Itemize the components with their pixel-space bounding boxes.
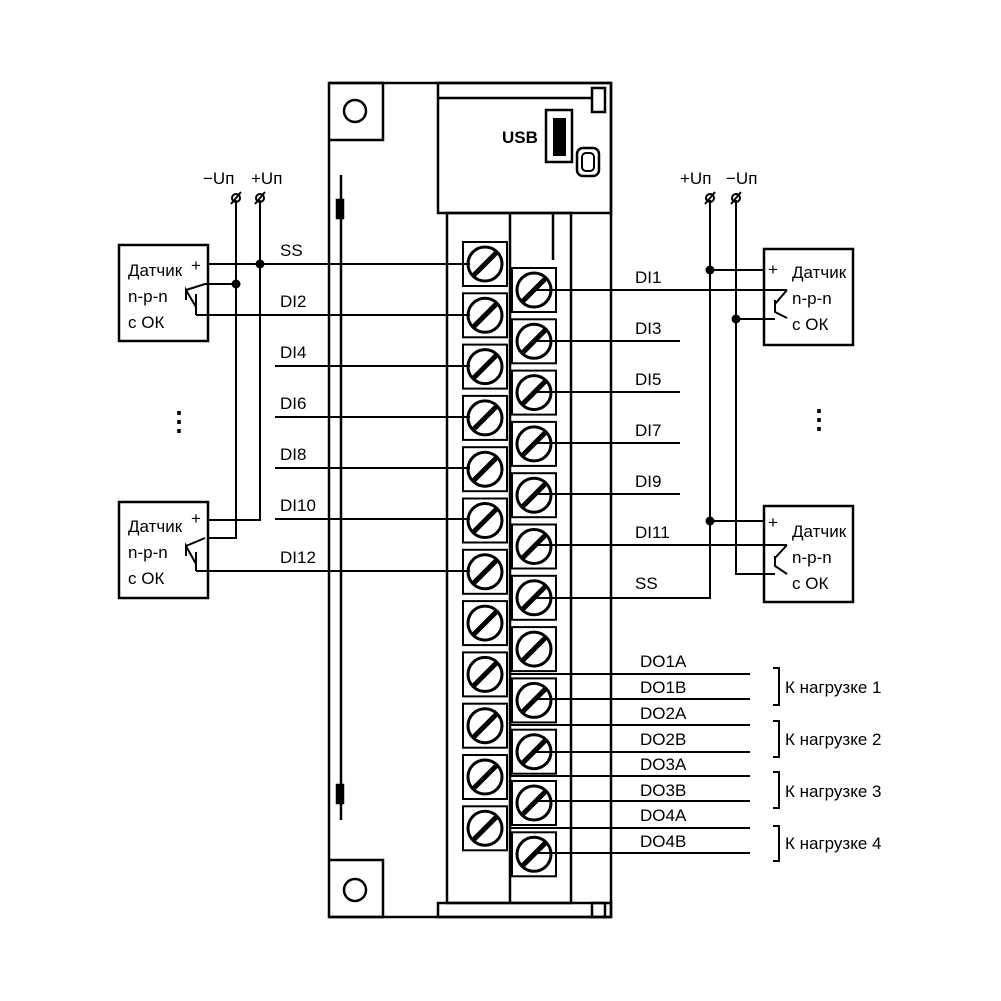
label-load-4: К нагрузке 4 [785,834,882,853]
screw-terminal [462,394,508,441]
label-do2b: DO2B [640,730,686,749]
label-di3: DI3 [635,319,661,338]
din-clip [335,175,345,820]
right-supply-plus-label: +Uп [680,169,711,188]
screw-terminal [511,831,557,878]
label-di9: DI9 [635,472,661,491]
sensor-plus-mark: + [768,260,778,279]
label-do1b: DO1B [640,678,686,697]
sensor-title: Датчик [128,261,183,280]
usb-port: USB [502,108,601,178]
screw-terminal [511,626,557,673]
left-terminal-labels: SS DI2 DI4 DI6 DI8 DI10 DI12 [280,241,316,567]
label-di4: DI4 [280,343,306,362]
wire-left-plus-rail [208,200,261,521]
load-bracket-3 [773,771,780,809]
screw-terminal [462,497,508,544]
load-bracket-4 [773,825,780,862]
sensor-title: Датчик [792,263,847,282]
sensor-output: с ОК [128,569,164,588]
label-do3b: DO3B [640,781,686,800]
sensor-output: с ОК [128,313,164,332]
ellipsis-right: ⋮ [806,404,832,434]
label-do4b: DO4B [640,832,686,851]
label-di10: DI10 [280,496,316,515]
label-right-ss: SS [635,574,658,593]
sensor-type: n-p-n [128,287,168,306]
label-load-2: К нагрузке 2 [785,730,882,749]
sensor-output: с ОК [792,574,828,593]
mount-hole-top [342,98,368,124]
screw-terminal [511,420,557,467]
usb-label: USB [502,128,538,147]
label-do3a: DO3A [640,755,687,774]
screw-terminal [462,754,508,800]
left-supply-plus-label: +Uп [251,169,282,188]
sensor-plus-mark: + [768,513,778,532]
label-di8: DI8 [280,445,306,464]
sensor-type: n-p-n [792,548,832,567]
sensor-type: n-p-n [792,289,832,308]
load-bracket-1 [773,667,780,706]
label-do4a: DO4A [640,806,687,825]
screw-terminal [511,472,557,519]
screw-terminal [462,651,508,698]
sensor-left-bottom: Датчик n-p-n с ОК + [117,500,210,600]
screw-terminal [511,780,557,826]
screw-terminal [462,702,508,749]
ellipsis-left: ⋮ [166,406,192,436]
wires [185,200,788,862]
right-terminal-labels: DI1 DI3 DI5 DI7 DI9 DI11 SS [635,268,670,593]
sensor-title: Датчик [792,522,847,541]
screw-terminal [462,600,508,647]
label-di11: DI11 [635,523,670,542]
mount-hole-bottom [342,877,368,903]
sensor-right-top: + Датчик n-p-n с ОК [762,247,855,347]
screw-terminal [462,446,508,493]
junction-dots [231,259,741,526]
right-supply-minus-label: −Uп [726,169,757,188]
module-housing [327,81,613,919]
label-di7: DI7 [635,421,661,440]
label-di12: DI12 [280,548,316,567]
left-supply-minus-label: −Uп [203,169,234,188]
sensor-type: n-p-n [128,543,168,562]
wire-right-minus-rail [735,200,775,575]
sensor-output: с ОК [792,315,828,334]
load-bracket-2 [773,720,780,758]
label-di6: DI6 [280,394,306,413]
sensor-title: Датчик [128,517,183,536]
screw-terminal [462,805,508,852]
label-do1a: DO1A [640,652,687,671]
label-di2: DI2 [280,292,306,311]
terminal-column-left [462,241,508,852]
label-di5: DI5 [635,370,661,389]
sensor-right-bottom: + Датчик n-p-n с ОК [762,504,855,604]
label-di1: DI1 [635,268,661,287]
terminal-column-right [511,267,557,878]
output-labels: DO1A DO1B DO2A DO2B DO3A DO3B DO4A DO4B [640,652,687,851]
sensor-plus-mark: + [191,509,201,528]
label-load-1: К нагрузке 1 [785,678,882,697]
label-left-ss: SS [280,241,303,260]
supply-terminals [230,191,742,205]
label-do2a: DO2A [640,704,687,723]
wire-left-minus-rail [208,200,237,539]
screw-terminal [511,523,557,570]
label-load-3: К нагрузке 3 [785,782,882,801]
sensor-plus-mark: + [191,256,201,275]
wire-right-ss [535,200,711,599]
screw-terminal [511,677,557,724]
sensor-left-top: Датчик n-p-n с ОК + [117,243,210,343]
load-labels: К нагрузке 1 К нагрузке 2 К нагрузке 3 К… [785,678,882,853]
